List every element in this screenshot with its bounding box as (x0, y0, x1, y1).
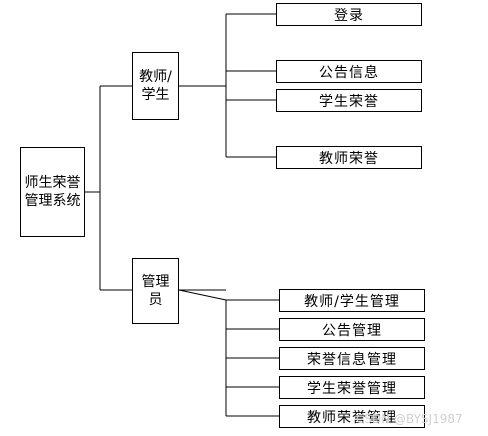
leaf-node-teacher-honor: 教师荣誉 (276, 146, 422, 169)
leaf-node-teacher-student-manage: 教师/学生管理 (279, 289, 425, 312)
leaf-node-notice-manage: 公告管理 (279, 318, 425, 341)
group-label: 教师/学生 (139, 69, 172, 103)
leaf-node-teacher-honor-manage: 教师荣誉管理 (279, 405, 425, 428)
group-label: 管理员 (141, 274, 170, 308)
leaf-node-student-honor-manage: 学生荣誉管理 (279, 376, 425, 399)
leaf-node-student-honor: 学生荣誉 (276, 89, 422, 112)
root-node: 师生荣誉管理系统 (20, 147, 85, 237)
group-node-admin: 管理员 (132, 258, 179, 324)
leaf-node-honor-info-manage: 荣誉信息管理 (279, 347, 425, 370)
group-node-teacher-student: 教师/学生 (132, 52, 179, 120)
leaf-node-notice-info: 公告信息 (276, 60, 422, 83)
watermark: CSDN @BYSJ1987 (356, 412, 463, 426)
root-label: 师生荣誉管理系统 (24, 175, 81, 209)
leaf-node-login: 登录 (276, 3, 422, 26)
